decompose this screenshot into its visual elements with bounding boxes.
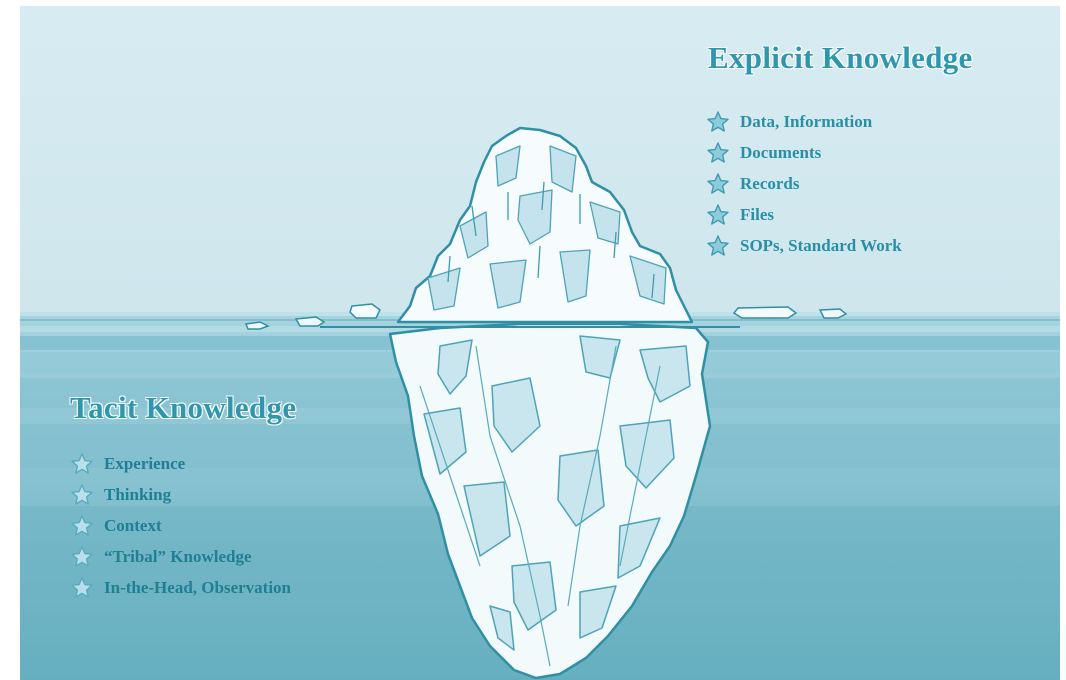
iceberg-illustration bbox=[20, 6, 1060, 680]
star-icon bbox=[707, 234, 729, 256]
star-icon bbox=[707, 172, 729, 194]
list-item: Documents bbox=[706, 137, 902, 168]
list-item: Files bbox=[706, 199, 902, 230]
star-icon bbox=[71, 483, 93, 505]
list-item-label: “Tribal” Knowledge bbox=[104, 546, 252, 566]
star-icon bbox=[707, 141, 729, 163]
list-item: SOPs, Standard Work bbox=[706, 230, 902, 261]
list-item: “Tribal” Knowledge bbox=[70, 541, 291, 572]
list-item-label: In-the-Head, Observation bbox=[104, 577, 291, 597]
list-item-label: SOPs, Standard Work bbox=[740, 235, 902, 255]
tacit-knowledge-title: Tacit Knowledge bbox=[70, 390, 297, 425]
list-item: Data, Information bbox=[706, 106, 902, 137]
iceberg-underwater bbox=[388, 322, 712, 680]
list-item-label: Thinking bbox=[104, 484, 172, 504]
list-item-label: Records bbox=[740, 173, 800, 193]
star-icon bbox=[707, 203, 729, 225]
star-icon bbox=[71, 514, 93, 536]
list-item: In-the-Head, Observation bbox=[70, 572, 291, 603]
star-icon bbox=[71, 452, 93, 474]
list-item: Records bbox=[706, 168, 902, 199]
star-icon bbox=[71, 545, 93, 567]
list-item: Experience bbox=[70, 448, 291, 479]
list-item: Thinking bbox=[70, 479, 291, 510]
iceberg-tip bbox=[396, 126, 694, 324]
list-item: Context bbox=[70, 510, 291, 541]
star-icon bbox=[71, 576, 93, 598]
list-item-label: Documents bbox=[740, 142, 822, 162]
explicit-knowledge-title: Explicit Knowledge bbox=[708, 40, 973, 75]
list-item-label: Experience bbox=[104, 453, 186, 473]
iceberg-scene bbox=[20, 6, 1060, 680]
list-item-label: Data, Information bbox=[740, 111, 873, 131]
floating-ice-chunks bbox=[244, 303, 848, 330]
list-item-label: Files bbox=[740, 204, 774, 224]
star-icon bbox=[707, 110, 729, 132]
list-item-label: Context bbox=[104, 515, 162, 535]
